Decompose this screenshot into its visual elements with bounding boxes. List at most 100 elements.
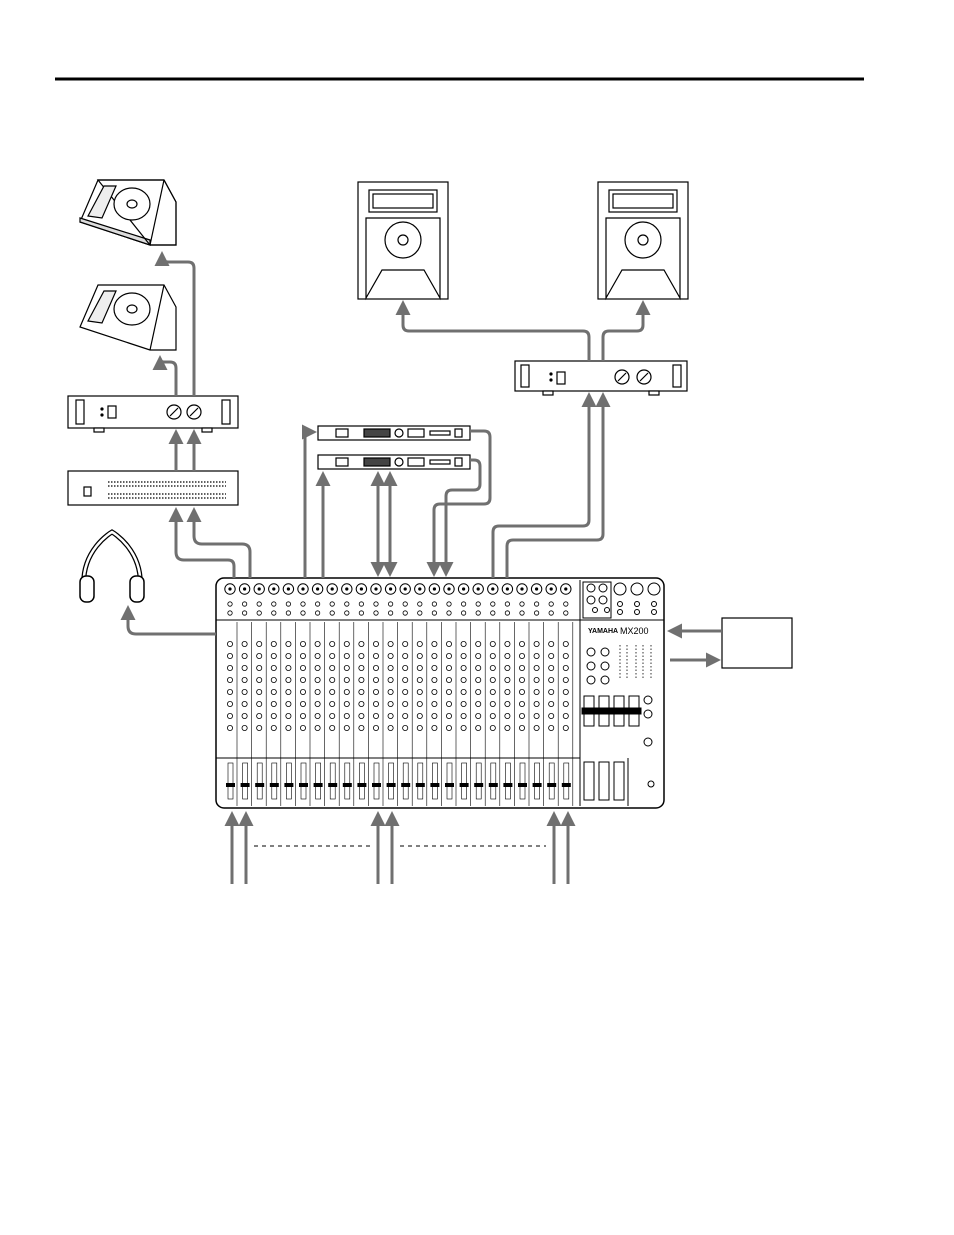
- channel-insert-jack: [330, 602, 334, 606]
- channel-fader-knob: [387, 783, 396, 787]
- channel-knob: [315, 701, 320, 706]
- channel-insert-jack: [301, 602, 305, 606]
- channel-fader-knob: [430, 783, 439, 787]
- channel-xlr-pin: [374, 587, 377, 590]
- channel-knob: [242, 713, 247, 718]
- channel-knob: [534, 665, 539, 670]
- channel-knob: [549, 689, 554, 694]
- channel-knob: [461, 653, 466, 658]
- channel-knob: [373, 689, 378, 694]
- channel-knob: [490, 653, 495, 658]
- channel-fader-slot: [330, 763, 335, 799]
- channel-knob: [257, 701, 262, 706]
- channel-knob: [490, 641, 495, 646]
- channel-knob: [519, 653, 524, 658]
- channel-knob: [432, 713, 437, 718]
- channel-knob: [461, 713, 466, 718]
- channel-fader-knob: [284, 783, 293, 787]
- channel-knob: [227, 665, 232, 670]
- channel-line-jack: [505, 611, 509, 615]
- channel-knob: [490, 689, 495, 694]
- channel-fader-slot: [345, 763, 350, 799]
- channel-knob: [271, 713, 276, 718]
- channel-knob: [373, 641, 378, 646]
- channel-knob: [403, 725, 408, 730]
- channel-xlr-pin: [404, 587, 407, 590]
- channel-knob: [417, 725, 422, 730]
- channel-knob: [300, 701, 305, 706]
- monitor-speaker-bottom: [80, 285, 176, 350]
- channel-fader-knob: [328, 783, 337, 787]
- channel-knob: [446, 689, 451, 694]
- channel-line-jack: [345, 611, 349, 615]
- channel-insert-jack: [315, 602, 319, 606]
- channel-insert-jack: [242, 602, 246, 606]
- cable-amp-to-main-left: [403, 303, 589, 361]
- channel-fader-slot: [403, 763, 408, 799]
- channel-knob: [549, 725, 554, 730]
- channel-knob: [490, 665, 495, 670]
- channel-knob: [242, 725, 247, 730]
- channel-knob: [432, 689, 437, 694]
- channel-knob: [534, 725, 539, 730]
- channel-knob: [271, 665, 276, 670]
- channel-knob: [344, 713, 349, 718]
- channel-line-jack: [315, 611, 319, 615]
- channel-line-jack: [534, 611, 538, 615]
- channel-xlr-pin: [433, 587, 436, 590]
- channel-knob: [549, 701, 554, 706]
- channel-knob: [476, 713, 481, 718]
- channel-knob: [549, 713, 554, 718]
- channel-knob: [432, 725, 437, 730]
- mixer-model: MX200: [620, 626, 649, 636]
- channel-knob: [359, 713, 364, 718]
- channel-fader-slot: [520, 763, 525, 799]
- channel-knob: [549, 641, 554, 646]
- channel-xlr-pin: [287, 587, 290, 590]
- channel-fader-slot: [257, 763, 262, 799]
- channel-line-jack: [447, 611, 451, 615]
- channel-knob: [432, 701, 437, 706]
- channel-fader-slot: [549, 763, 554, 799]
- channel-knob: [388, 665, 393, 670]
- channel-knob: [242, 689, 247, 694]
- channel-fader-knob: [503, 783, 512, 787]
- channel-line-jack: [374, 611, 378, 615]
- channel-insert-jack: [476, 602, 480, 606]
- channel-fader-knob: [401, 783, 410, 787]
- channel-knob: [534, 713, 539, 718]
- channel-xlr-pin: [550, 587, 553, 590]
- channel-knob: [227, 725, 232, 730]
- channel-line-jack: [476, 611, 480, 615]
- channel-knob: [519, 689, 524, 694]
- mixer-brand: YAMAHA: [588, 628, 618, 635]
- channel-knob: [549, 665, 554, 670]
- channel-insert-jack: [564, 602, 568, 606]
- channel-knob: [519, 641, 524, 646]
- channel-knob: [359, 689, 364, 694]
- channel-line-jack: [257, 611, 261, 615]
- channel-knob: [505, 677, 510, 682]
- cable-mixer-to-eq-2: [194, 510, 250, 578]
- channel-knob: [373, 665, 378, 670]
- channel-knob: [476, 665, 481, 670]
- channel-knob: [330, 641, 335, 646]
- channel-knob: [461, 641, 466, 646]
- channel-fader-slot: [535, 763, 540, 799]
- effects-processor-2: [318, 455, 470, 469]
- channel-knob: [461, 665, 466, 670]
- channel-knob: [271, 689, 276, 694]
- channel-insert-jack: [388, 602, 392, 606]
- channel-line-jack: [491, 611, 495, 615]
- channel-knob: [490, 701, 495, 706]
- channel-fader-slot: [418, 763, 423, 799]
- channel-knob: [476, 677, 481, 682]
- channel-fader-knob: [416, 783, 425, 787]
- channel-knob: [242, 653, 247, 658]
- channel-knob: [432, 641, 437, 646]
- channel-knob: [403, 641, 408, 646]
- channel-knob: [373, 677, 378, 682]
- channel-knob: [359, 677, 364, 682]
- channel-fader-knob: [314, 783, 323, 787]
- channel-knob: [330, 725, 335, 730]
